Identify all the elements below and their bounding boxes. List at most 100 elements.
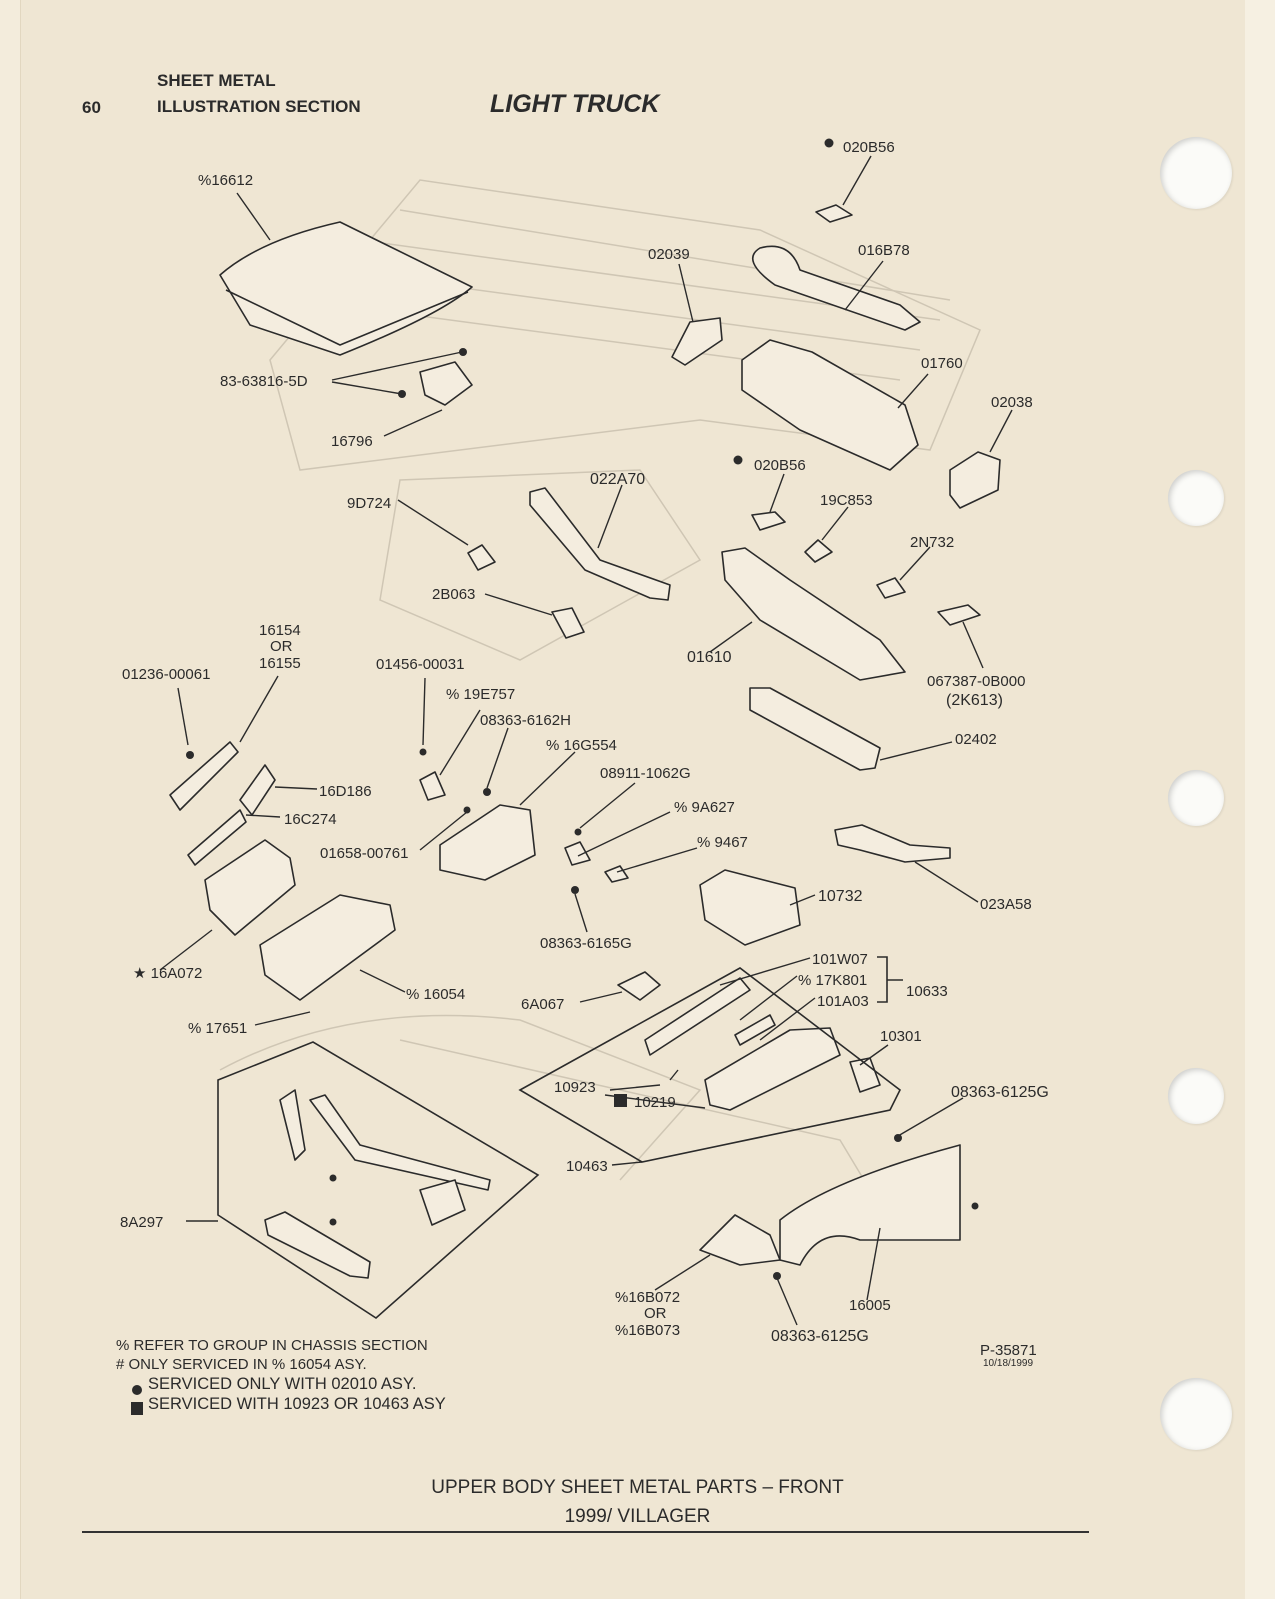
bolt-08911 (574, 828, 582, 836)
label-01658-00761: 01658-00761 (320, 845, 408, 862)
bracket-02039 (671, 317, 723, 366)
bolt-8A297-1 (329, 1174, 337, 1182)
section-name-line1: SHEET METAL (157, 71, 276, 90)
bolt-01658 (463, 806, 471, 814)
10633-bracket (877, 956, 903, 1003)
label-16612: %16612 (198, 172, 253, 189)
section-name-line2: ILLUSTRATION SECTION (157, 97, 361, 116)
label-16C274: 16C274 (284, 811, 337, 828)
label-08363-6125G-b: 08363-6125G (771, 1328, 869, 1345)
part-shapes (169, 204, 1001, 1279)
bracket-16B072 (699, 1214, 781, 1266)
label-01610: 01610 (687, 649, 732, 666)
bracket-16G554 (439, 804, 536, 881)
bullet-020B56-mid (733, 455, 743, 465)
label-16B072: %16B072 (615, 1289, 680, 1306)
bolt-08363-6162H (483, 788, 491, 796)
label-020B56-a: 020B56 (843, 139, 895, 156)
bracket-16C274 (187, 809, 247, 866)
label-01456-00031: 01456-00031 (376, 656, 464, 673)
footer-rule (82, 1531, 1089, 1533)
label-101A03: 101A03 (817, 993, 869, 1010)
label-16B07x-or: OR (644, 1305, 667, 1322)
label-020B56-b: 020B56 (754, 457, 806, 474)
label-10732: 10732 (818, 888, 863, 905)
label-10633: 10633 (906, 983, 948, 1000)
radiator-support-upper-016B78 (751, 245, 921, 331)
label-16054: % 16054 (406, 986, 465, 1003)
panel-02402 (749, 687, 881, 771)
bracket-16154 (169, 741, 239, 811)
bolt-08363-6125G-b (773, 1272, 781, 1280)
label-022A70: 022A70 (590, 471, 645, 488)
footer-title: UPPER BODY SHEET METAL PARTS – FRONT (431, 1477, 844, 1498)
label-08363-6165G: 08363-6165G (540, 935, 632, 952)
bracket-9A627 (564, 841, 591, 866)
support-8A297-lower (264, 1211, 371, 1279)
bracket-067387 (937, 604, 981, 626)
bracket-9D724 (467, 544, 496, 571)
label-101W07: 101W07 (812, 951, 868, 968)
label-83-63816-5D: 83-63816-5D (220, 373, 308, 390)
battery-tray-10732 (699, 869, 801, 946)
label-016B78: 016B78 (858, 242, 910, 259)
bolt-fender (971, 1202, 979, 1210)
note-serviced-02010: SERVICED ONLY WITH 02010 ASY. (148, 1375, 417, 1393)
label-16154: 16154 (259, 622, 301, 639)
footer-model: 1999/ VILLAGER (564, 1506, 711, 1527)
label-02038: 02038 (991, 394, 1033, 411)
label-08363-6162H: 08363-6162H (480, 712, 571, 729)
apron-16A072 (204, 839, 296, 936)
note-serviced-10923: SERVICED WITH 10923 OR 10463 ASY (148, 1395, 446, 1413)
label-8A297: 8A297 (120, 1214, 163, 1231)
clip-020B56-top (815, 204, 853, 223)
hood-panel-edge (225, 289, 469, 346)
label-10923: 10923 (554, 1079, 596, 1096)
support-8A297-upright (279, 1089, 306, 1161)
bracket-2B063 (551, 607, 585, 639)
label-16155: 16155 (259, 655, 301, 672)
label-6A067: 6A067 (521, 996, 564, 1013)
label-9D724: 9D724 (347, 495, 391, 512)
bullet-020B56-top (824, 138, 834, 148)
rail-101W07 (644, 977, 751, 1056)
label-08911-1062G: 08911-1062G (600, 765, 691, 782)
label-19C853: 19C853 (820, 492, 873, 509)
label-19E757: % 19E757 (446, 686, 515, 703)
label-2B063: 2B063 (432, 586, 475, 603)
bracket-10301 (849, 1057, 881, 1093)
page-title: LIGHT TRUCK (490, 90, 660, 118)
bracket-2N732 (876, 577, 906, 599)
binder-hole-3 (1168, 770, 1224, 826)
8A297-group-box (217, 1041, 540, 1320)
label-16B073: %16B073 (615, 1322, 680, 1339)
bracket-9467 (604, 865, 629, 883)
leader-lines (159, 155, 1013, 1326)
label-17K801: % 17K801 (798, 972, 867, 989)
label-067387-0B000: 067387-0B000 (927, 673, 1025, 690)
label-10219: 10219 (634, 1094, 676, 1111)
duct-023A58 (834, 824, 951, 863)
fender-16005 (779, 1144, 961, 1266)
label-16D186: 16D186 (319, 783, 372, 800)
10463-group-box (518, 967, 902, 1163)
notes-legend: % REFER TO GROUP IN CHASSIS SECTION # ON… (116, 1336, 446, 1414)
label-16G554: % 16G554 (546, 737, 617, 754)
support-8A297-upper (309, 1094, 491, 1191)
bracket-16D186 (239, 764, 276, 816)
label-16796: 16796 (331, 433, 373, 450)
illustration-number: P-35871 (980, 1342, 1037, 1359)
bracket-17K801 (734, 1014, 776, 1046)
illustration-date: 10/18/1999 (983, 1358, 1034, 1369)
binder-hole-2 (1168, 470, 1224, 526)
label-9467: % 9467 (697, 834, 748, 851)
bolt-08363-6165G (571, 886, 579, 894)
bolt-01456 (419, 748, 427, 756)
cross-member-022A70 (529, 487, 671, 601)
label-10463: 10463 (566, 1158, 608, 1175)
bracket-19C853 (804, 539, 833, 563)
bolt-08363-6125G-a (894, 1134, 902, 1142)
label-10301: 10301 (880, 1028, 922, 1045)
cowl-panel-01760 (741, 339, 919, 471)
